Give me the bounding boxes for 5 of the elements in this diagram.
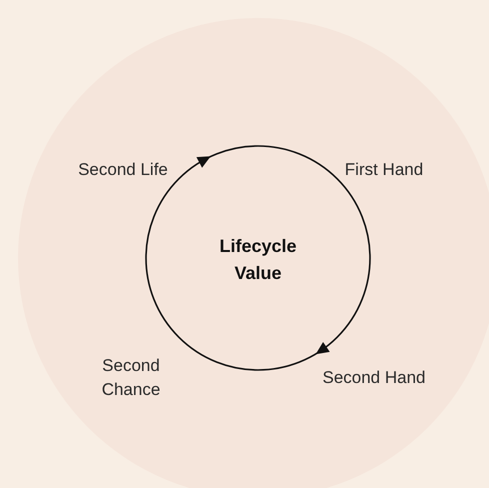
stage-label: Second Chance	[100, 355, 162, 401]
stage-label: Second Life	[77, 159, 169, 181]
center-label: Lifecycle Value	[218, 235, 298, 285]
stage-label: First Hand	[344, 159, 424, 181]
stage-label: Second Hand	[321, 367, 427, 389]
